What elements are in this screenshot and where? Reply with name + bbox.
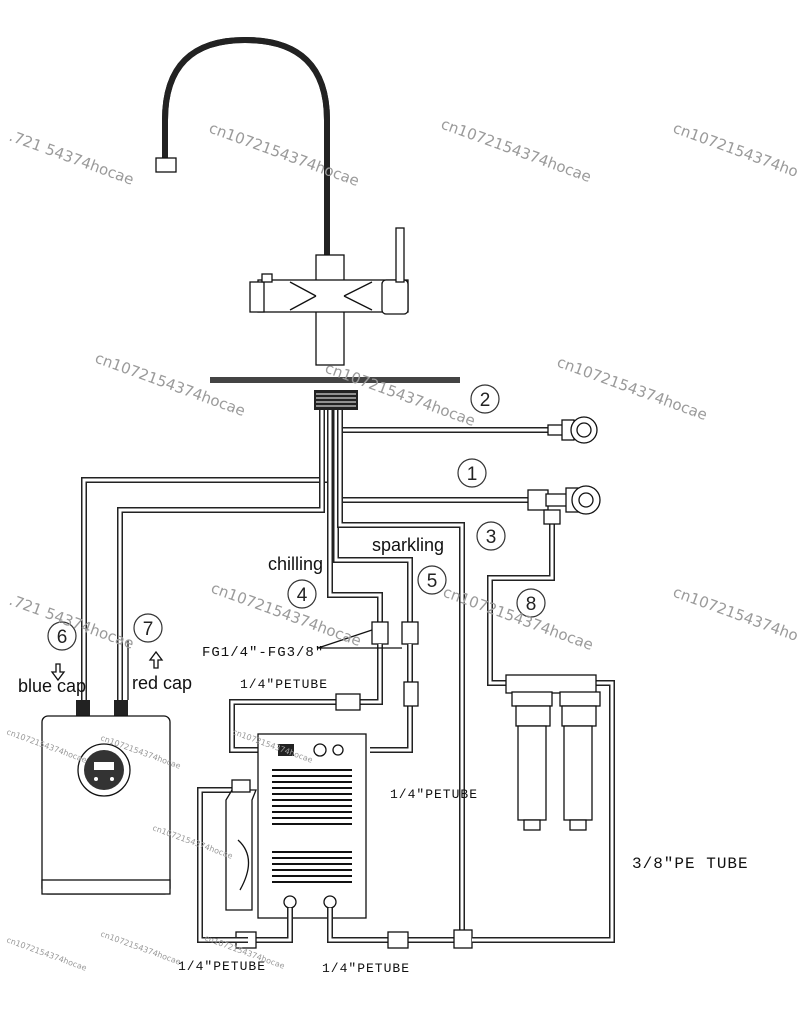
- label-chilling: chilling: [268, 554, 323, 574]
- label-petube-bottom-left: 1/4"PETUBE: [178, 959, 266, 974]
- faucet-hoses: [81, 410, 565, 935]
- label-fitting: FG1/4"-FG3/8": [202, 645, 324, 661]
- watermark: cn1072154374hocae: [555, 353, 710, 424]
- watermark: ․721 54374hocae: [7, 591, 137, 653]
- callout-2: 2: [470, 384, 500, 414]
- watermark: cn1072154374hocae: [93, 349, 248, 420]
- watermark: ․721 54374hocae: [7, 127, 137, 189]
- watermark: cn1072154374ho: [671, 119, 800, 181]
- watermark: cn1072154374hocae: [439, 115, 594, 186]
- filter-cartridge-2: [563, 725, 593, 821]
- svg-text:6: 6: [57, 627, 68, 648]
- chiller-unit: [229, 681, 462, 949]
- label-petube-top: 1/4"PETUBE: [240, 677, 328, 692]
- label-sparkling: sparkling: [372, 535, 444, 555]
- red-cap-arrow-icon: [148, 650, 164, 669]
- faucet-nozzle: [155, 157, 177, 173]
- callout-4: 4: [287, 579, 317, 609]
- filter-assembly: [505, 674, 601, 831]
- callout-1: 1: [457, 458, 487, 488]
- countertop: [210, 377, 460, 383]
- svg-text:5: 5: [427, 571, 438, 592]
- angle-valve-1-tee: [527, 485, 601, 525]
- chiller-inlet-valve: [335, 693, 361, 711]
- boiler-tank: [41, 700, 171, 895]
- chiller-body: [257, 733, 367, 919]
- callout-3: 3: [476, 521, 506, 551]
- callout-5: 5: [417, 565, 447, 595]
- watermark: cn1072154374hocae: [207, 119, 362, 190]
- filter-cartridge-1: [517, 725, 547, 821]
- faucet-lever: [395, 227, 405, 283]
- svg-text:7: 7: [143, 619, 154, 640]
- red-cap-fitting: [114, 700, 128, 716]
- svg-text:3: 3: [486, 527, 497, 548]
- watermark: cn1072154374hocae: [209, 579, 364, 650]
- callout-6: 6: [47, 621, 77, 651]
- faucet: [155, 36, 460, 410]
- label-pe-tube-big: 3/8"PE TUBE: [632, 855, 749, 873]
- callout-7: 7: [133, 613, 163, 643]
- callout-8: 8: [516, 588, 546, 618]
- label-blue-cap: blue cap: [18, 676, 86, 696]
- fg-connectors: [317, 621, 419, 753]
- angle-valve-2: [547, 416, 598, 444]
- faucet-base-nut: [314, 390, 358, 410]
- svg-text:1: 1: [467, 464, 478, 485]
- bottom-tee: [453, 680, 615, 949]
- svg-text:8: 8: [526, 594, 537, 615]
- label-petube-bottom-mid: 1/4"PETUBE: [322, 961, 410, 976]
- label-red-cap: red cap: [132, 673, 192, 693]
- label-petube-right: 1/4"PETUBE: [390, 787, 478, 802]
- svg-text:4: 4: [297, 585, 308, 606]
- watermark: cn1072154374hocae: [5, 935, 88, 972]
- watermark: cn1072154374hocae: [99, 929, 182, 966]
- svg-text:2: 2: [480, 390, 491, 411]
- watermark: cn1072154374ho: [671, 583, 800, 645]
- blue-cap-arrow-icon: [50, 663, 66, 682]
- blue-cap-fitting: [76, 700, 90, 716]
- co2-cylinder: [197, 779, 257, 943]
